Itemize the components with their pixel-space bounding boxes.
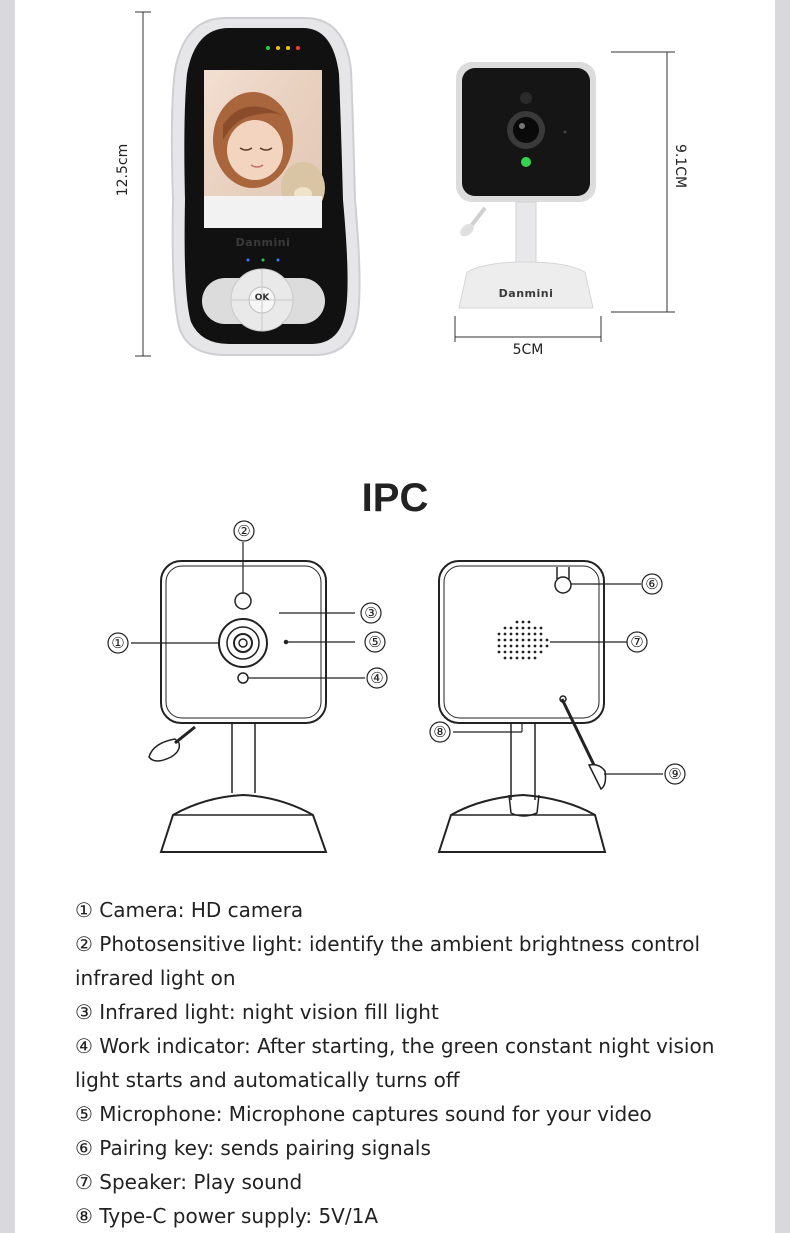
product-dimensions-illustration	[135, 11, 675, 357]
speaker-grille-dot	[527, 650, 531, 654]
legend-item: ⑧ Type-C power supply: 5V/1A	[75, 1204, 379, 1228]
speaker-grille-dot	[533, 644, 537, 648]
camera-brand-logo: Danmini	[498, 287, 554, 300]
speaker-grille-dot	[533, 638, 537, 642]
speaker-grille-dot	[527, 638, 531, 642]
speaker-grille-dot	[503, 644, 507, 648]
callout-9: ⑨	[668, 765, 682, 783]
speaker-grille-dot	[527, 632, 531, 636]
monitor-brand-logo: Danmini	[235, 236, 291, 249]
speaker-grille-dot	[515, 650, 519, 654]
speaker-grille-dot	[545, 644, 549, 648]
callout-1: ①	[111, 634, 125, 652]
speaker-grille-dot	[497, 644, 501, 648]
speaker-grille-dot	[521, 620, 525, 624]
speaker-grille-dot	[515, 626, 519, 630]
speaker-grille-dots	[497, 620, 549, 660]
callout-leader-lines	[131, 542, 663, 775]
speaker-grille-dot	[521, 632, 525, 636]
ip-camera-device	[456, 62, 596, 309]
speaker-grille-dot	[509, 644, 513, 648]
legend-item: ③ Infrared light: night vision fill ligh…	[75, 1000, 439, 1024]
speaker-grille-dot	[503, 638, 507, 642]
speaker-grille-dot	[539, 626, 543, 630]
speaker-grille-dot	[509, 650, 513, 654]
speaker-grille-dot	[527, 620, 531, 624]
speaker-grille-dot	[533, 632, 537, 636]
speaker-grille-dot	[533, 626, 537, 630]
callout-5: ⑤	[368, 633, 382, 651]
speaker-grille-dot	[521, 650, 525, 654]
ipc-diagram	[107, 520, 686, 853]
ipc-front-view	[148, 560, 328, 853]
speaker-grille-dot	[497, 650, 501, 654]
ipc-back-view	[437, 560, 607, 853]
monitor-ok-button: OK	[254, 293, 270, 303]
speaker-grille-dot	[503, 626, 507, 630]
callout-3: ③	[364, 604, 378, 622]
speaker-grille-dot	[503, 656, 507, 660]
legend-item: ⑤ Microphone: Microphone captures sound …	[75, 1102, 652, 1126]
speaker-grille-dot	[515, 620, 519, 624]
speaker-grille-dot	[539, 632, 543, 636]
camera-height-label: 9.1CM	[672, 143, 688, 189]
speaker-grille-dot	[515, 656, 519, 660]
callout-2: ②	[237, 522, 251, 540]
speaker-grille-dot	[539, 644, 543, 648]
speaker-grille-dot	[527, 644, 531, 648]
speaker-grille-dot	[539, 638, 543, 642]
speaker-grille-dot	[521, 626, 525, 630]
speaker-grille-dot	[515, 632, 519, 636]
legend-item: ① Camera: HD camera	[75, 898, 304, 922]
speaker-grille-dot	[521, 656, 525, 660]
monitor-height-label: 12.5cm	[115, 143, 131, 197]
speaker-grille-dot	[503, 632, 507, 636]
speaker-grille-dot	[509, 656, 513, 660]
feature-legend: ① Camera: HD camera ② Photosensitive lig…	[75, 893, 755, 1233]
legend-item: ⑥ Pairing key: sends pairing signals	[75, 1136, 431, 1160]
speaker-grille-dot	[497, 638, 501, 642]
speaker-grille-dot	[515, 644, 519, 648]
legend-item: ② Photosensitive light: identify the amb…	[75, 932, 701, 990]
callout-6: ⑥	[645, 575, 659, 593]
speaker-grille-dot	[509, 638, 513, 642]
speaker-grille-dot	[527, 656, 531, 660]
speaker-grille-dot	[527, 626, 531, 630]
speaker-grille-dot	[509, 626, 513, 630]
callout-4: ④	[370, 669, 384, 687]
product-sheet: 12.5cm 9.1CM 5CM Danmini OK Danmini IPC	[15, 0, 775, 1233]
speaker-grille-dot	[521, 644, 525, 648]
speaker-grille-dot	[503, 650, 507, 654]
legend-item: ④ Work indicator: After starting, the gr…	[75, 1034, 715, 1092]
legend-item: ⑦ Speaker: Play sound	[75, 1170, 303, 1194]
monitor-height-dimension	[135, 11, 151, 357]
camera-width-label: 5CM	[512, 342, 544, 358]
baby-monitor-device	[170, 17, 361, 356]
callout-circles	[107, 520, 686, 785]
speaker-grille-dot	[533, 656, 537, 660]
speaker-grille-dot	[545, 638, 549, 642]
speaker-grille-dot	[515, 638, 519, 642]
speaker-grille-dot	[497, 632, 501, 636]
speaker-grille-dot	[539, 650, 543, 654]
camera-height-dimension	[611, 51, 675, 313]
speaker-grille-dot	[521, 638, 525, 642]
camera-width-dimension	[454, 316, 602, 342]
callout-8: ⑧	[433, 723, 447, 741]
callout-7: ⑦	[630, 633, 644, 651]
ipc-title: IPC	[361, 476, 429, 520]
speaker-grille-dot	[509, 632, 513, 636]
speaker-grille-dot	[533, 650, 537, 654]
